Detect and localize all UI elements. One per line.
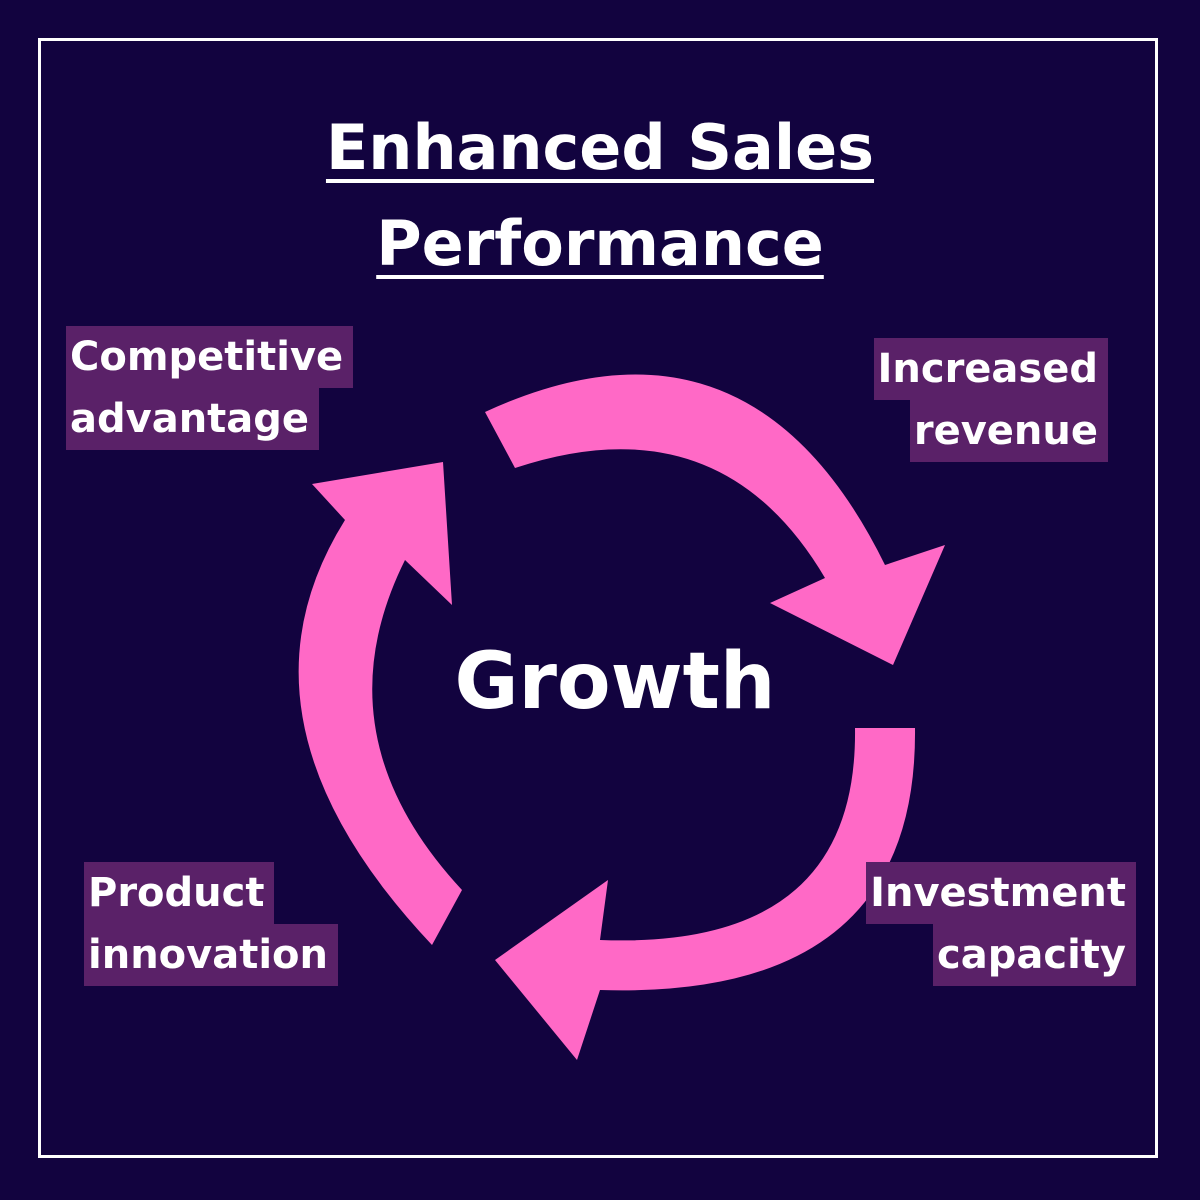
- diagram-title: Enhanced Sales Performance: [0, 100, 1200, 292]
- center-growth-label: Growth: [454, 637, 776, 727]
- cycle-arrow-top-right: [485, 374, 945, 665]
- label-line: Investment: [866, 862, 1136, 924]
- label-line: capacity: [933, 924, 1136, 986]
- label-line: Competitive: [66, 326, 354, 388]
- label-line: advantage: [66, 388, 320, 450]
- label-increased-revenue: Increased revenue: [873, 338, 1108, 462]
- label-line: innovation: [84, 924, 338, 986]
- label-product-innovation: Product innovation: [84, 862, 338, 986]
- cycle-arrow-left: [298, 462, 462, 945]
- cycle-arrow-bottom: [495, 728, 916, 1060]
- label-line: revenue: [909, 400, 1108, 462]
- label-investment-capacity: Investment capacity: [866, 862, 1136, 986]
- title-line-1: Enhanced Sales: [325, 111, 875, 184]
- label-competitive-advantage: Competitive advantage: [66, 326, 354, 450]
- label-line: Product: [84, 862, 275, 924]
- title-line-2: Performance: [376, 207, 824, 280]
- outer-frame: [38, 38, 1158, 1158]
- label-line: Increased: [873, 338, 1108, 400]
